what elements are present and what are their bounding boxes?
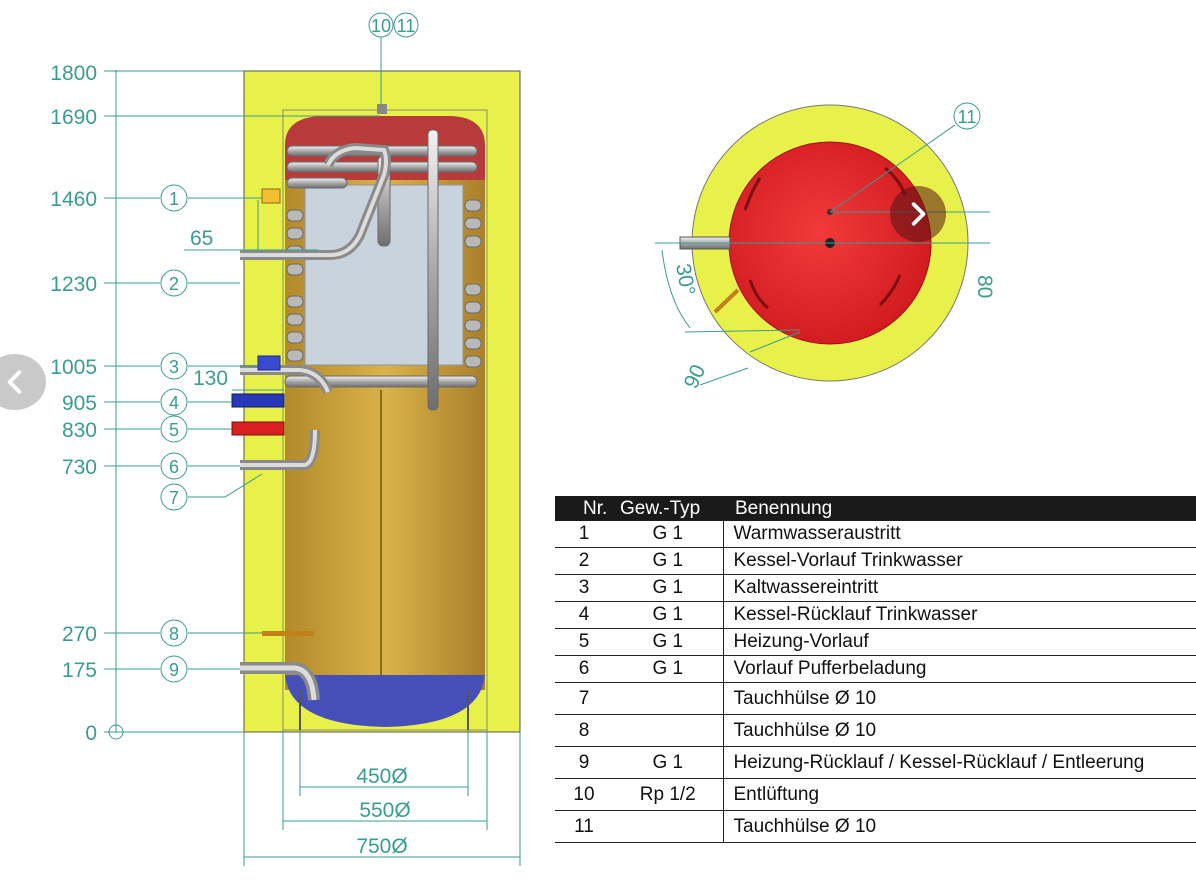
row-name: Heizung-Rücklauf / Kessel-Rücklauf / Ent… [723, 746, 1196, 779]
row-nr: 11 [555, 810, 613, 843]
connection-3-fitting [257, 355, 281, 371]
height-mark-730: 730 [62, 456, 97, 479]
row-type: Rp 1/2 [613, 778, 724, 811]
connection-5-pipe [231, 421, 285, 436]
row-nr: 2 [555, 547, 613, 575]
header-name: Benennung [723, 496, 1196, 521]
height-mark-1690: 1690 [50, 106, 97, 129]
row-nr: 1 [555, 521, 613, 548]
row-name: Kaltwassereintritt [723, 574, 1196, 602]
callout-5: 5 [169, 420, 179, 440]
height-mark-175: 175 [62, 659, 97, 682]
height-mark-0: 0 [85, 722, 97, 745]
callout-7: 7 [169, 488, 179, 508]
dim-65: 65 [190, 227, 213, 250]
dim-130: 130 [193, 367, 228, 390]
row-name: Kessel-Rücklauf Trinkwasser [723, 601, 1196, 629]
row-type [613, 810, 724, 843]
height-mark-1460: 1460 [50, 188, 97, 211]
height-dimensions: 1800 1690 1460 1230 1005 905 830 730 270… [50, 62, 380, 745]
callout-3: 3 [169, 357, 179, 377]
row-name: Tauchhülse Ø 10 [723, 810, 1196, 843]
height-mark-830: 830 [62, 419, 97, 442]
row-type: G 1 [613, 746, 724, 779]
tank-top-view: 11 30° 90 80 [655, 102, 996, 392]
row-nr: 3 [555, 574, 613, 602]
row-type: G 1 [613, 574, 724, 602]
row-nr: 8 [555, 714, 613, 747]
row-name: Heizung-Vorlauf [723, 628, 1196, 656]
callout-2: 2 [169, 274, 179, 294]
row-nr: 9 [555, 746, 613, 779]
row-nr: 5 [555, 628, 613, 656]
previous-image-button[interactable] [0, 354, 46, 410]
callout-4: 4 [169, 393, 179, 413]
callout-9: 9 [169, 660, 179, 680]
row-name: Tauchhülse Ø 10 [723, 714, 1196, 747]
height-mark-270: 270 [62, 623, 97, 646]
connection-8-sleeve [262, 631, 314, 636]
row-nr: 4 [555, 601, 613, 629]
row-type: G 1 [613, 521, 724, 548]
height-mark-1230: 1230 [50, 273, 97, 296]
table-row: 8 Tauchhülse Ø 10 [555, 714, 1196, 747]
dim-750: 750Ø [356, 835, 407, 858]
table-row: 11 Tauchhülse Ø 10 [555, 810, 1196, 843]
row-type [613, 682, 724, 715]
row-name: Entlüftung [723, 778, 1196, 811]
height-mark-1800: 1800 [50, 62, 97, 85]
table-row: 7 Tauchhülse Ø 10 [555, 682, 1196, 715]
row-type [613, 714, 724, 747]
row-name: Vorlauf Pufferbeladung [723, 655, 1196, 683]
row-type: G 1 [613, 601, 724, 629]
row-type: G 1 [613, 655, 724, 683]
header-nr: Nr. [555, 496, 613, 521]
row-name: Kessel-Vorlauf Trinkwasser [723, 547, 1196, 575]
row-nr: 10 [555, 778, 613, 811]
dim-80: 80 [973, 275, 996, 298]
heating-coil [286, 199, 482, 368]
callout-1: 1 [169, 189, 179, 209]
row-nr: 6 [555, 655, 613, 683]
row-nr: 7 [555, 682, 613, 715]
connection-callouts [160, 184, 263, 683]
diameter-dimensions [243, 730, 521, 866]
chevron-right-icon [911, 202, 926, 226]
dim-30deg: 30° [671, 262, 699, 297]
top-callouts [368, 12, 419, 104]
row-type: G 1 [613, 547, 724, 575]
row-type: G 1 [613, 628, 724, 656]
next-image-button[interactable] [890, 186, 946, 242]
callout-6: 6 [169, 457, 179, 477]
tank-side-view [231, 70, 521, 733]
connection-1-fitting [261, 188, 281, 204]
callout-8: 8 [169, 624, 179, 644]
connection-4-pipe [231, 393, 285, 408]
header-type: Gew.-Typ [613, 496, 723, 521]
height-mark-905: 905 [62, 392, 97, 415]
internal-pipes [284, 129, 478, 411]
height-mark-1005: 1005 [50, 356, 97, 379]
row-name: Tauchhülse Ø 10 [723, 682, 1196, 715]
tank-bottom-dome [285, 675, 485, 727]
table-header-row: Nr. Gew.-Typ Benennung [555, 496, 1196, 521]
dim-550: 550Ø [359, 799, 410, 822]
dim-450: 450Ø [356, 765, 407, 788]
callout-11-top: 11 [958, 107, 977, 127]
dim-90: 90 [680, 361, 711, 392]
row-name: Warmwasseraustritt [723, 521, 1196, 548]
chevron-left-icon [7, 370, 22, 394]
callout-10: 10 [371, 16, 391, 36]
callout-11: 11 [397, 16, 416, 36]
